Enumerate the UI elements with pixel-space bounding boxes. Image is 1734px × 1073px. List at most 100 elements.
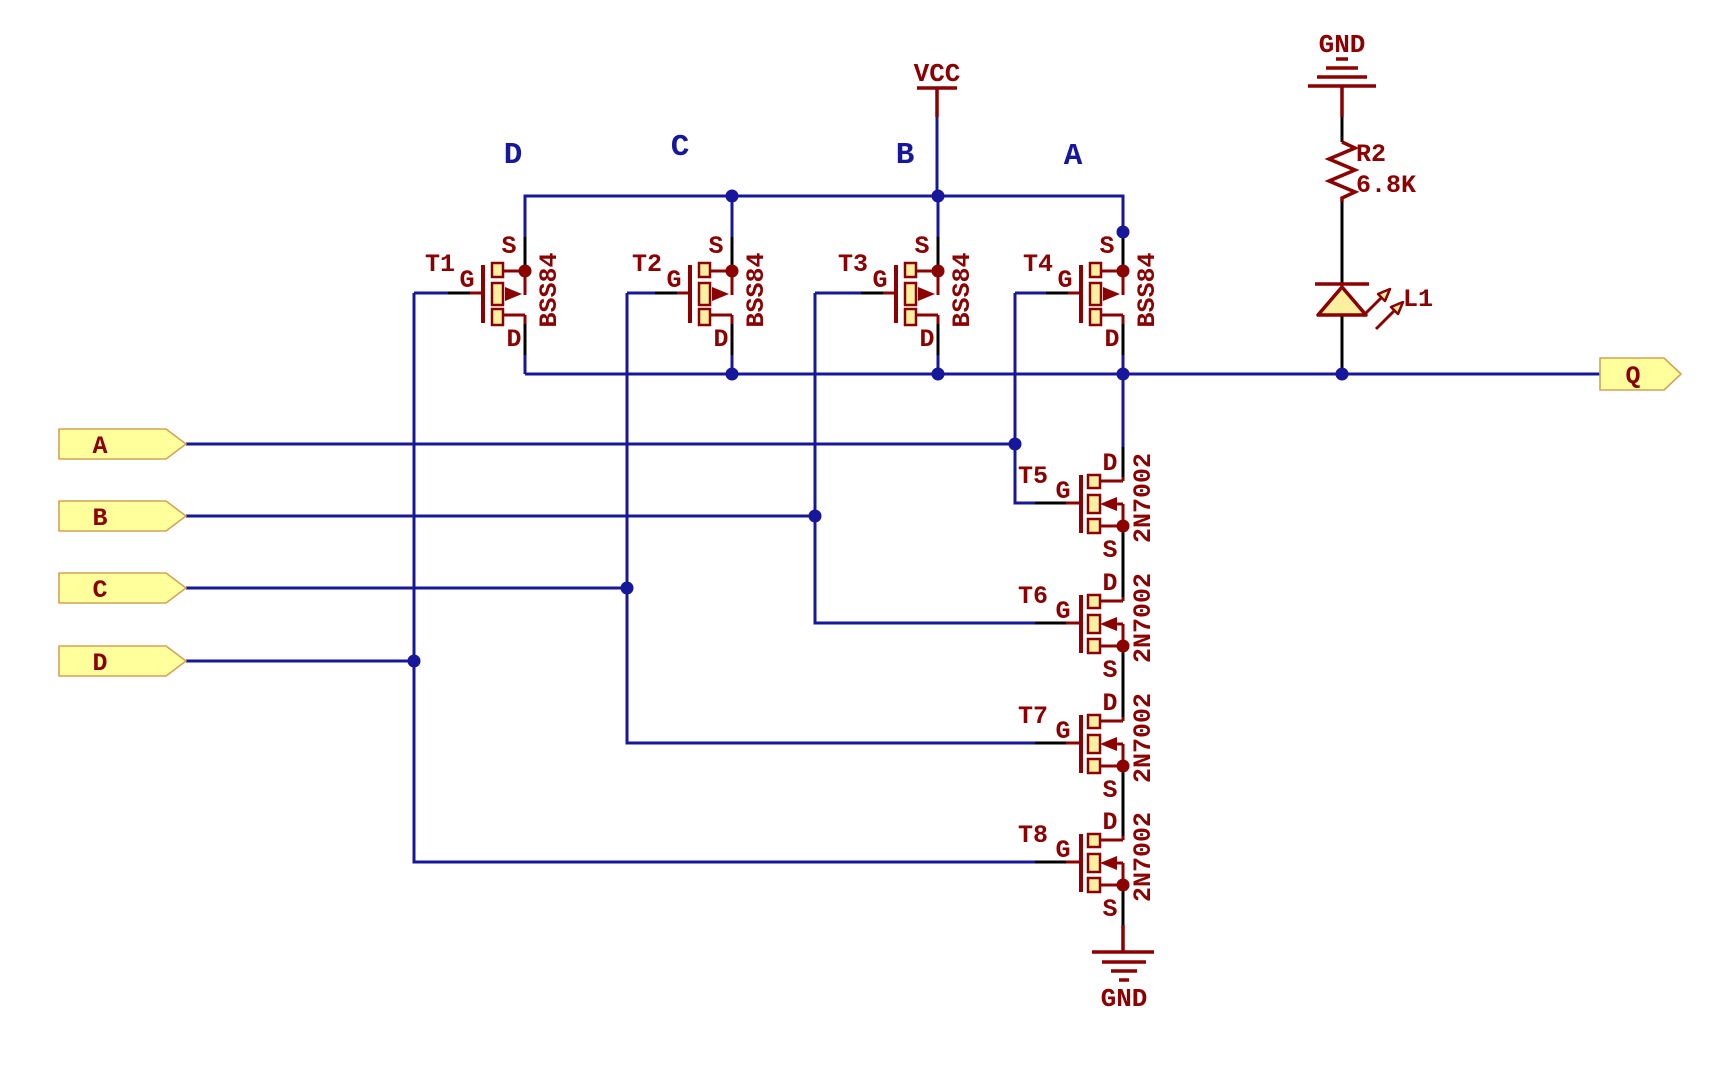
led-l1: L1 — [1315, 282, 1433, 331]
resistor-value: 6.8K — [1356, 171, 1416, 200]
column-label-a: A — [1064, 139, 1083, 174]
input-flag-a: A — [58, 428, 187, 461]
gate-pin-label: G — [1055, 836, 1070, 865]
output-flag-q-label: Q — [1625, 362, 1640, 391]
body-arrow — [1100, 617, 1117, 631]
transistor-t7-nmos: T7 G D S 2N7002 — [1018, 689, 1158, 805]
gate-pin-label: G — [1055, 477, 1070, 506]
vcc-label: VCC — [914, 59, 961, 89]
body-arrow — [1100, 737, 1117, 751]
column-labels: D C B A — [504, 130, 1083, 174]
ref-label: T1 — [425, 250, 455, 279]
transistor-t1-pmos: T1 G S D BSS84 — [425, 232, 564, 354]
transistor-t4-pmos: T4 G S D BSS84 — [1023, 232, 1162, 354]
body-source-dot — [931, 264, 945, 278]
body-arrow — [918, 287, 935, 301]
source-pin-label: S — [501, 232, 516, 261]
ref-label: T4 — [1023, 250, 1053, 279]
body-source-dot — [518, 264, 532, 278]
part-label: 2N7002 — [1129, 693, 1158, 783]
body-source-dot — [1116, 264, 1130, 278]
gnd-top-symbol: GND — [1308, 30, 1376, 117]
body-arrow — [505, 287, 522, 301]
body-arrow — [1100, 497, 1117, 511]
resistor-r2: R2 6.8K — [1324, 140, 1416, 202]
input-flag-c-label: C — [92, 576, 107, 605]
resistor-ref: R2 — [1356, 140, 1386, 169]
led-emission-arrow-lines — [1361, 294, 1398, 331]
input-flag-d: D — [58, 645, 187, 678]
source-pin-label: S — [1102, 776, 1117, 805]
drain-pin-label: D — [1102, 449, 1117, 478]
part-label: 2N7002 — [1129, 453, 1158, 543]
source-pin-label: S — [914, 232, 929, 261]
input-flag-b-label: B — [92, 504, 107, 533]
gate-pin-label: G — [1055, 597, 1070, 626]
pin-segments — [448, 117, 1344, 925]
transistor-t6-nmos: T6 G D S 2N7002 — [1018, 569, 1158, 685]
drain-rail — [523, 355, 1600, 376]
resistor-zigzag — [1324, 140, 1360, 202]
input-flag-c: C — [58, 572, 187, 605]
led-ref: L1 — [1403, 285, 1433, 314]
gate-pin-label: G — [459, 266, 474, 295]
source-pin-label: S — [1102, 536, 1117, 565]
source-rail — [523, 194, 1125, 237]
ref-label: T5 — [1018, 462, 1048, 491]
drain-pin-label: D — [1102, 808, 1117, 837]
drain-pin-label: D — [1102, 689, 1117, 718]
led-emission-arrowhead-2 — [1389, 300, 1405, 316]
input-c-wire — [186, 291, 1035, 745]
part-label: BSS84 — [535, 252, 564, 327]
part-label: BSS84 — [948, 252, 977, 327]
drain-pin-label: D — [713, 325, 728, 354]
input-flag-b: B — [58, 500, 187, 533]
wires — [186, 117, 1600, 864]
body-arrow — [712, 287, 729, 301]
junction-dots — [407, 189, 1349, 668]
input-flag-d-label: D — [92, 649, 107, 678]
input-flag-a-label: A — [92, 432, 107, 461]
ref-label: T6 — [1018, 582, 1048, 611]
body-source-dot — [1116, 519, 1130, 533]
gnd-top-label: GND — [1319, 30, 1366, 60]
transistor-t8-nmos: T8 G D S 2N7002 — [1018, 808, 1158, 924]
body-arrow — [1103, 287, 1120, 301]
gate-pin-label: G — [1057, 266, 1072, 295]
source-pin-label: S — [1099, 232, 1114, 261]
body-source-dot — [1116, 878, 1130, 892]
body-source-dot — [1116, 639, 1130, 653]
gate-pin-label: G — [872, 266, 887, 295]
transistor-t3-pmos: T3 G S D BSS84 — [838, 232, 977, 354]
led-emission-arrowhead-1 — [1376, 287, 1392, 303]
input-b-wire — [186, 291, 1035, 625]
body-source-dot — [1116, 759, 1130, 773]
drain-pin-label: D — [919, 325, 934, 354]
input-a-wire — [186, 291, 1046, 505]
drain-pin-label: D — [506, 325, 521, 354]
gnd-bottom-label: GND — [1101, 984, 1148, 1014]
gnd-bottom-symbol: GND — [1092, 925, 1154, 1014]
transistor-t5-nmos: T5 G D S 2N7002 — [1018, 449, 1158, 565]
column-label-c: C — [671, 130, 690, 165]
source-pin-label: S — [708, 232, 723, 261]
ref-label: T8 — [1018, 821, 1048, 850]
ref-label: T3 — [838, 250, 868, 279]
vcc-symbol: VCC — [914, 59, 961, 117]
column-label-d: D — [504, 138, 523, 173]
source-pin-label: S — [1102, 656, 1117, 685]
drain-pin-label: D — [1102, 569, 1117, 598]
body-arrow — [1100, 856, 1117, 870]
gate-pin-label: G — [666, 266, 681, 295]
output-flag-q: Q — [1599, 357, 1682, 391]
source-pin-label: S — [1102, 895, 1117, 924]
nmos-pin-stubs — [1035, 447, 1125, 925]
transistor-t2-pmos: T2 G S D BSS84 — [632, 232, 771, 354]
input-d-wire — [186, 291, 1035, 864]
ref-label: T7 — [1018, 702, 1048, 731]
part-label: BSS84 — [742, 252, 771, 327]
ref-label: T2 — [632, 250, 662, 279]
body-source-dot — [725, 264, 739, 278]
part-label: 2N7002 — [1129, 812, 1158, 902]
led-triangle — [1316, 285, 1368, 317]
